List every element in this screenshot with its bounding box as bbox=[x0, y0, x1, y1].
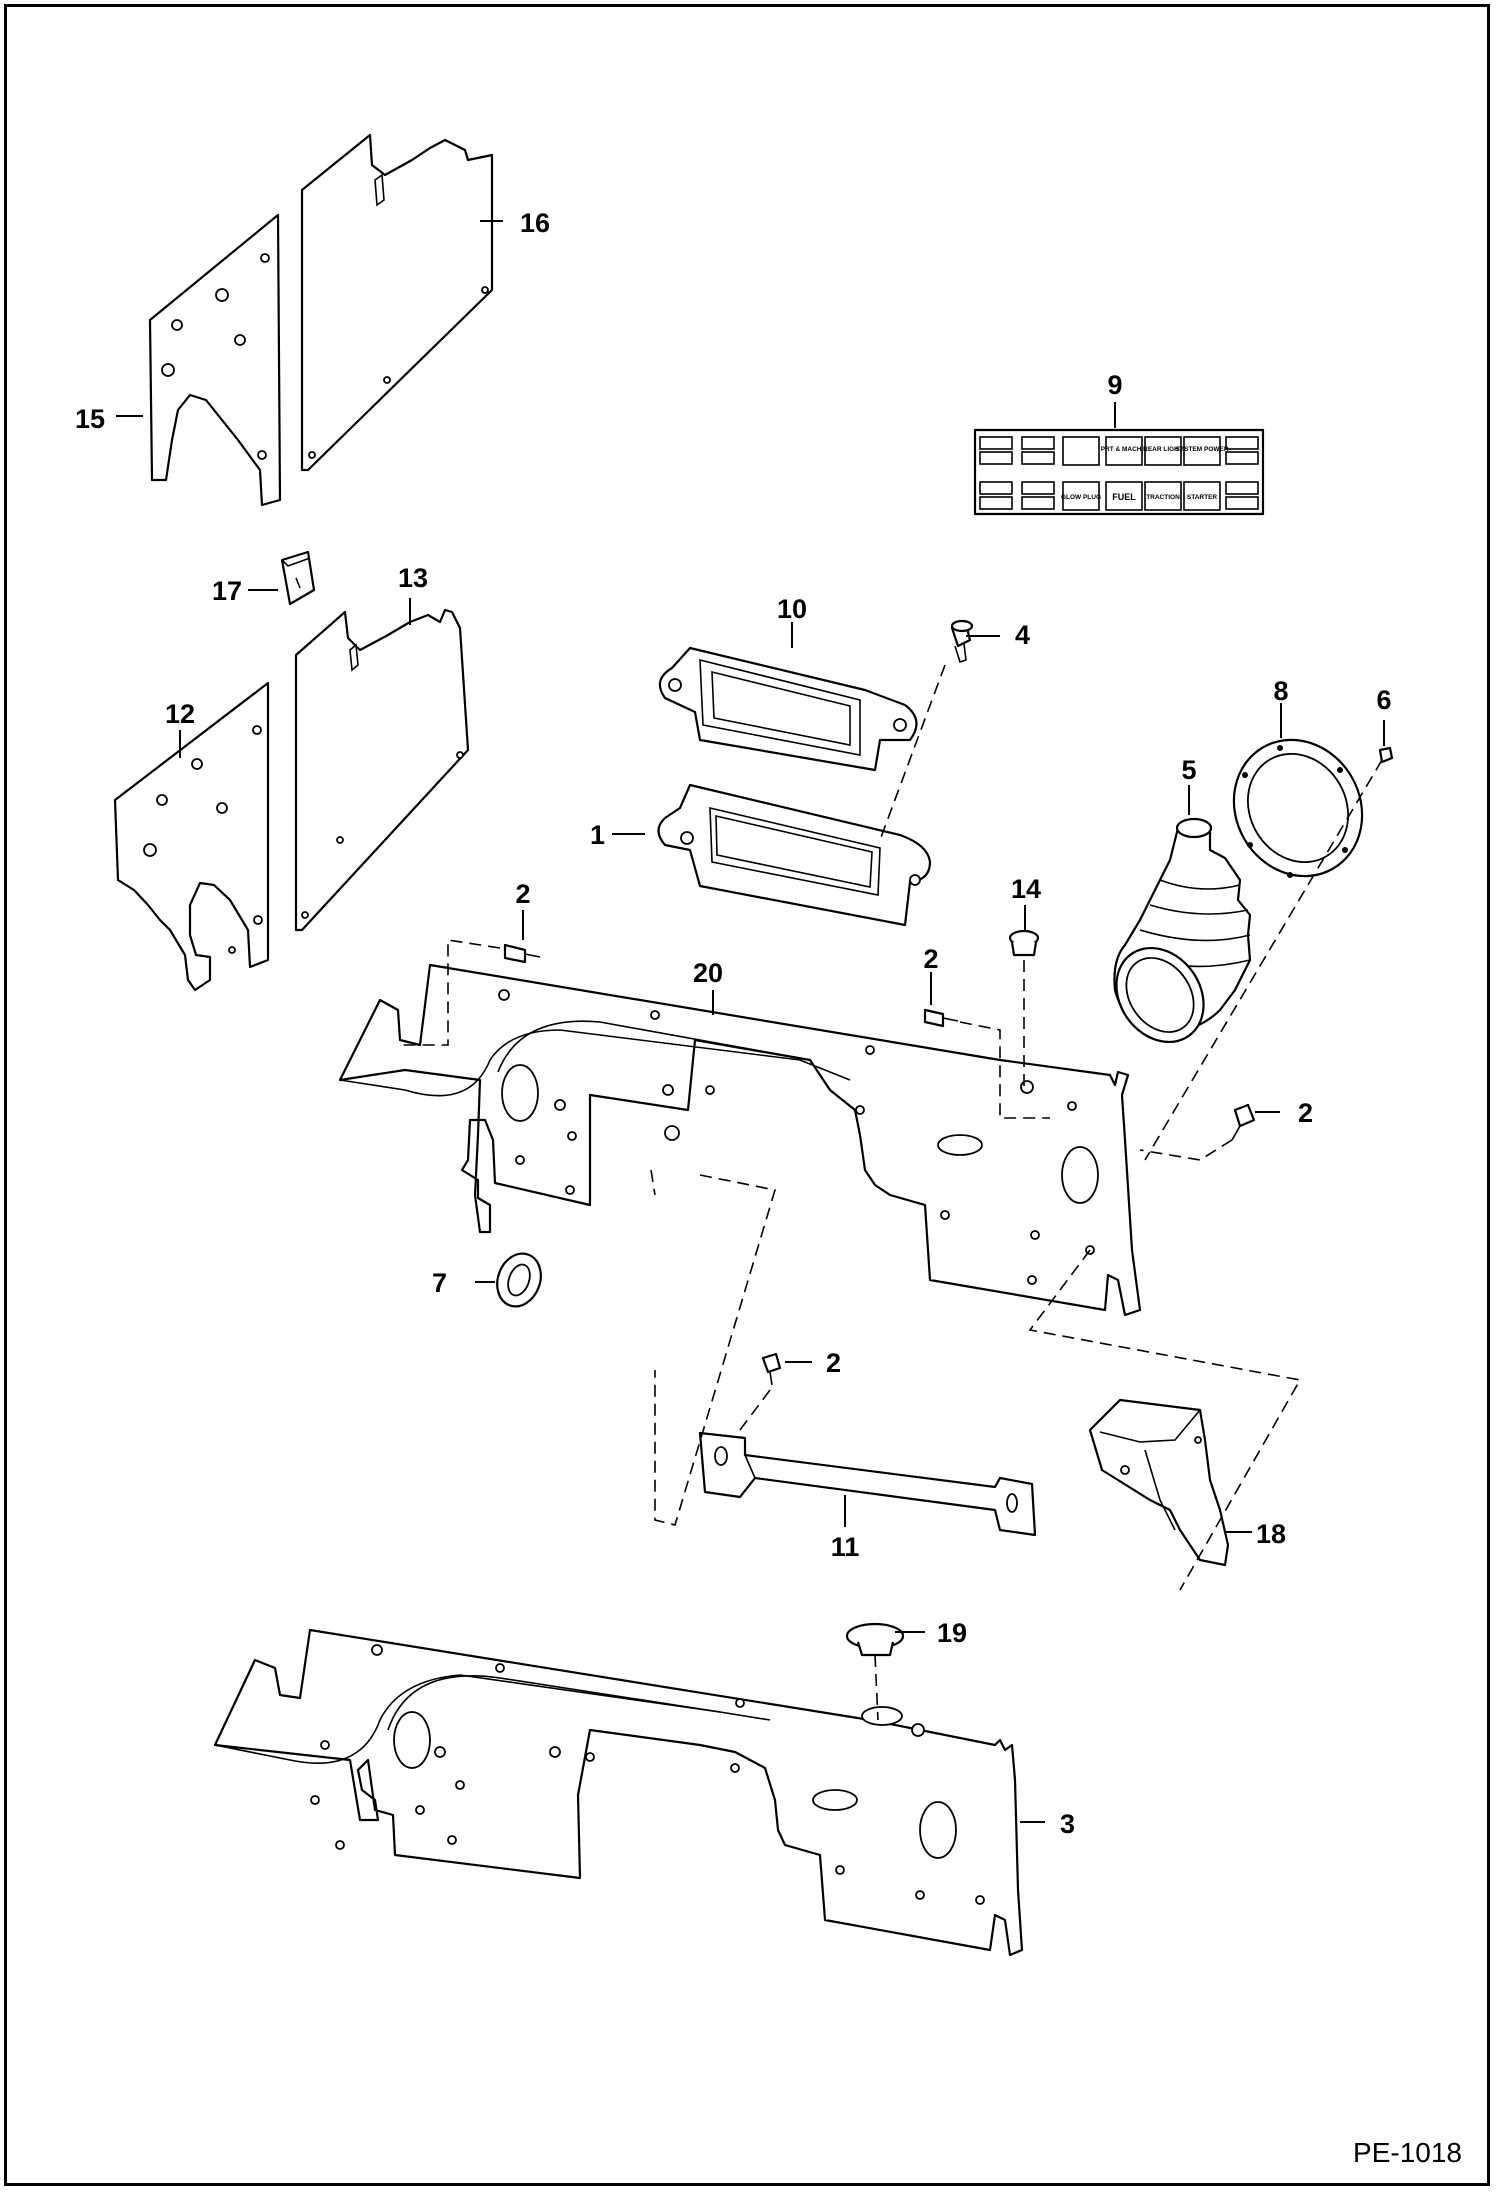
part-2-screw bbox=[1231, 1103, 1256, 1141]
callout-14: 14 bbox=[1011, 874, 1041, 904]
decal-label: GLOW PLUG bbox=[1061, 494, 1101, 501]
leader-lines bbox=[116, 220, 1385, 1823]
callout-2: 2 bbox=[515, 879, 530, 909]
callout-2: 2 bbox=[923, 944, 938, 974]
callout-17: 17 bbox=[212, 576, 242, 606]
callout-16: 16 bbox=[520, 208, 550, 238]
callout-7: 7 bbox=[432, 1268, 447, 1298]
callout-1: 1 bbox=[590, 820, 605, 850]
callout-18: 18 bbox=[1256, 1519, 1286, 1549]
part-19-plug bbox=[845, 1622, 905, 1657]
part-12-side-panel bbox=[113, 681, 270, 992]
callout-20: 20 bbox=[693, 958, 723, 988]
callout-2: 2 bbox=[826, 1348, 841, 1378]
callout-11: 11 bbox=[831, 1532, 860, 1562]
part-3-dash-panel bbox=[213, 1628, 1024, 1957]
part-10-bezel bbox=[658, 646, 918, 772]
decal-label: PRT & MACH L bbox=[1101, 446, 1148, 453]
part-9-decal: PRT & MACH L REAR LIGHT SYSTEM POWER GLO… bbox=[973, 428, 1265, 516]
part-11-bracket bbox=[698, 1431, 1037, 1537]
part-18-bracket bbox=[1088, 1398, 1230, 1567]
part-20-dash-panel bbox=[338, 963, 1142, 1317]
part-15-side-panel bbox=[148, 213, 282, 507]
decal-label: TRACTION bbox=[1146, 494, 1180, 501]
part-17-block bbox=[280, 550, 316, 606]
callout-5: 5 bbox=[1181, 755, 1196, 785]
callout-19: 19 bbox=[937, 1618, 967, 1648]
part-14-plug bbox=[1008, 929, 1040, 957]
callout-2: 2 bbox=[1298, 1098, 1313, 1128]
page-border bbox=[4, 4, 1490, 2186]
callout-9: 9 bbox=[1107, 370, 1122, 400]
callout-8: 8 bbox=[1273, 676, 1288, 706]
callout-4: 4 bbox=[1015, 620, 1030, 650]
part-16-side-panel bbox=[300, 133, 494, 472]
decal-label: SYSTEM POWER bbox=[1175, 446, 1228, 453]
figure-reference: PE-1018 bbox=[1353, 2137, 1462, 2168]
decal-label: STARTER bbox=[1187, 494, 1218, 501]
part-7-grommet bbox=[496, 1252, 542, 1308]
decal-label: FUEL bbox=[1112, 492, 1136, 502]
callout-10: 10 bbox=[777, 594, 807, 624]
decal-label: REAR LIGHT bbox=[1143, 446, 1183, 453]
part-8-ring bbox=[1232, 738, 1364, 878]
part-2-screw bbox=[761, 1352, 782, 1386]
part-2-screw bbox=[923, 1008, 959, 1028]
callout-6: 6 bbox=[1376, 685, 1391, 715]
callout-3: 3 bbox=[1060, 1809, 1075, 1839]
callout-labels: 15 16 9 17 13 12 10 1 4 8 6 5 14 2 20 2 … bbox=[75, 208, 1392, 1839]
part-13-side-panel bbox=[294, 608, 470, 932]
part-5-boot bbox=[1113, 817, 1252, 1044]
part-2-screw bbox=[503, 943, 541, 964]
callout-15: 15 bbox=[75, 404, 105, 434]
part-1-gasket bbox=[657, 783, 932, 927]
part-4-screw bbox=[950, 619, 974, 664]
callout-13: 13 bbox=[398, 563, 428, 593]
part-6-screw bbox=[1378, 746, 1394, 764]
callout-12: 12 bbox=[165, 699, 195, 729]
assembly-lines bbox=[400, 664, 1383, 1721]
